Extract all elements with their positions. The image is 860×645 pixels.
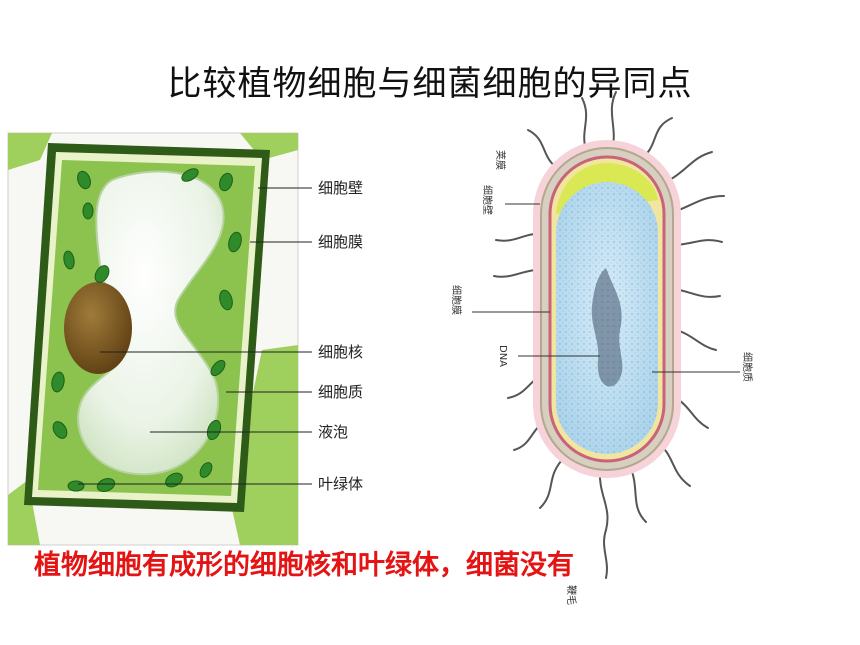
neighbor-cell-fragment: [230, 345, 298, 545]
flagellum: [629, 465, 647, 523]
chloroplast: [77, 170, 91, 190]
plant-cell: 细胞壁 细胞膜 细胞核 细胞质 液泡 叶绿体: [7, 132, 363, 546]
label-chloroplast: 叶绿体: [318, 475, 363, 493]
chloroplast-group: [51, 168, 242, 492]
neighbor-cell-fragment: [8, 133, 52, 170]
label-cell-wall-bacteria: 细胞壁: [481, 185, 494, 215]
nucleus: [64, 282, 132, 374]
label-cell-wall: 细胞壁: [318, 179, 363, 197]
flagellum: [581, 97, 588, 151]
page-title: 比较植物细胞与细菌细胞的异同点: [167, 64, 693, 104]
chloroplast: [181, 168, 199, 182]
bacteria-cell: 荚膜 细胞壁 细胞膜 DNA 细胞质 鞭毛: [450, 91, 754, 605]
chloroplast: [96, 478, 116, 492]
neighbor-cell-fragment: [240, 133, 298, 160]
label-cytoplasm: 细胞质: [318, 383, 363, 401]
bacteria-leader-lines: [472, 203, 740, 373]
conclusion-text: 植物细胞有成形的细胞核和叶绿体，细菌没有: [34, 550, 574, 581]
flagellum: [598, 467, 609, 579]
label-flagellum: 鞭毛: [565, 585, 578, 605]
chloroplast: [82, 202, 94, 220]
chloroplast: [52, 421, 68, 439]
chloroplast: [94, 265, 110, 283]
label-dna: DNA: [497, 345, 508, 367]
dna-texture: [591, 268, 623, 387]
chloroplast: [219, 289, 233, 311]
chloroplast: [63, 250, 75, 270]
flagellum: [539, 459, 563, 509]
chloroplast: [210, 359, 226, 377]
label-capsule: 荚膜: [494, 150, 507, 170]
chloroplast: [199, 462, 213, 478]
chloroplast: [228, 231, 242, 253]
label-nucleus: 细胞核: [318, 343, 363, 361]
chloroplast: [67, 480, 85, 492]
label-vacuole: 液泡: [318, 423, 348, 441]
label-cell-membrane-bacteria: 细胞膜: [450, 285, 463, 315]
label-cell-membrane: 细胞膜: [318, 233, 363, 251]
chloroplast: [51, 371, 65, 393]
plant-leader-lines: [78, 187, 312, 485]
label-cytoplasm-bacteria: 细胞质: [741, 352, 754, 382]
neighbor-cell-fragment: [8, 480, 40, 545]
chloroplast: [219, 172, 233, 192]
